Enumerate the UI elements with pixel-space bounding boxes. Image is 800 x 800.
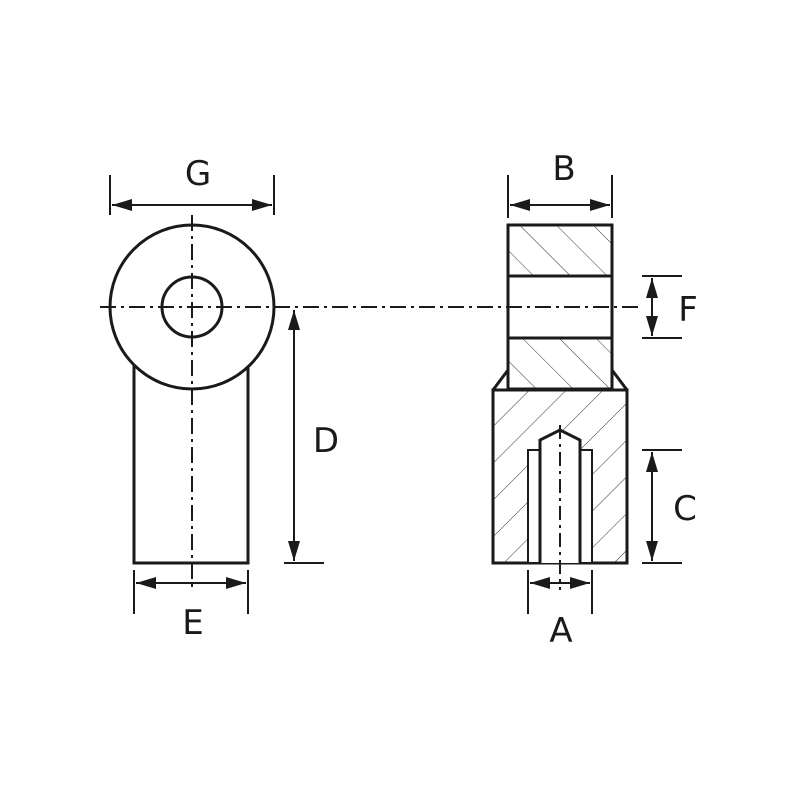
label-a: A <box>549 611 572 651</box>
label-f: F <box>678 290 698 330</box>
label-c: C <box>673 489 697 529</box>
label-e: E <box>182 603 203 643</box>
front-view <box>100 215 640 590</box>
label-b: B <box>552 149 575 189</box>
section-view <box>491 223 629 590</box>
dimensions <box>109 175 682 614</box>
label-g: G <box>185 154 211 194</box>
label-d: D <box>313 421 339 461</box>
